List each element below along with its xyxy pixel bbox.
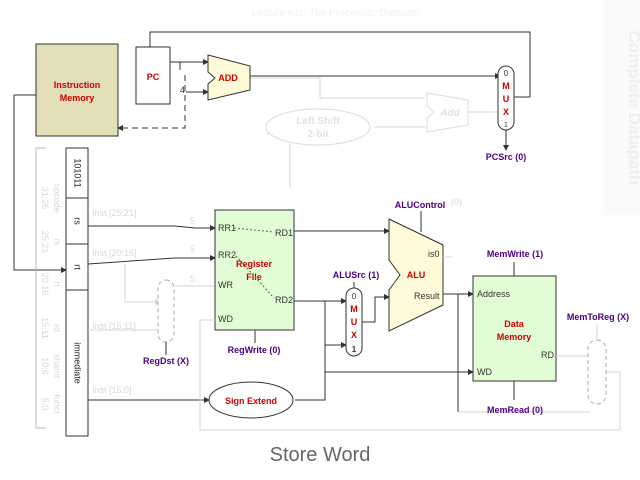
- wire-label-inst-20-16: Inst [20:16]: [92, 248, 137, 258]
- register-file-label-1: Register: [236, 259, 273, 269]
- instruction-fields: 31:26 opcode 25:21 rs 20:16 rt 15:11 rd …: [35, 147, 89, 437]
- instruction-bus: [13, 94, 67, 273]
- rf-port-rd1: RD1: [275, 228, 293, 238]
- left-shift-line1: Left Shift: [296, 116, 340, 127]
- faint-name-opcode: opcode: [52, 183, 62, 213]
- rf-internal-path-1: [233, 227, 275, 233]
- instruction-memory-label-2: Memory: [60, 93, 95, 103]
- left-shift-line2: 2-bit: [307, 129, 329, 140]
- faint-name-rd: rd: [52, 324, 62, 332]
- regdst-signal: RegDst (X): [143, 356, 189, 366]
- faint-name-funct: funct: [52, 394, 62, 414]
- lecture-title: Lecture #11: The Processor: Datapath: [252, 8, 421, 19]
- dm-port-address: Address: [477, 289, 511, 299]
- side-title-panel: [604, 0, 640, 215]
- alusrc-mux-x: X: [351, 330, 357, 340]
- faint-name-rs: rs: [52, 238, 62, 246]
- pcsrc-signal: PCSrc (0): [486, 152, 527, 162]
- alusrc-output-wire: [362, 294, 390, 323]
- bus-width-rr1: 5: [190, 216, 195, 226]
- data-memory-block: [472, 275, 557, 382]
- dm-port-rd: RD: [541, 350, 554, 360]
- data-memory-label-1: Data: [504, 319, 525, 329]
- alucontrol-faint-value: (0): [451, 197, 462, 207]
- field-opcode-value: 101011: [73, 158, 83, 187]
- pc-mux-0: 0: [504, 69, 509, 78]
- alu-port-result: Result: [414, 291, 440, 301]
- alusrc-mux-1: 1: [352, 345, 357, 354]
- alu-output-wires: [443, 256, 590, 413]
- alu-label: ALU: [407, 270, 426, 280]
- constant-4: 4: [180, 85, 185, 95]
- branch-adder: [426, 92, 469, 133]
- instruction-memory-block: [35, 43, 119, 137]
- pc-mux-m: M: [502, 81, 510, 91]
- regdst-mux: [157, 279, 175, 343]
- pc-adder: [207, 54, 251, 101]
- wire-label-inst-25-21: Inst [25:21]: [92, 208, 137, 218]
- faint-bits-opcode: 31:26: [40, 187, 50, 210]
- rf-port-rr2: RR2: [218, 250, 236, 260]
- rf-port-wr: WR: [218, 280, 233, 290]
- data-memory-label-2: Memory: [497, 332, 532, 342]
- dm-port-wd: WD: [477, 367, 492, 377]
- sign-extend-label: Sign Extend: [225, 396, 277, 406]
- faint-bits-rs: 25:21: [40, 231, 50, 254]
- memread-signal: MemRead (0): [487, 405, 543, 415]
- sign-extend-block: [208, 381, 294, 419]
- branch-adder-label: Add: [439, 108, 460, 119]
- rf-port-rr1: RR1: [218, 223, 236, 233]
- faint-bits-rt: 20:16: [40, 273, 50, 296]
- faint-bits-funct: 5:0: [40, 398, 50, 411]
- pc-mux-u: U: [503, 94, 510, 104]
- alusrc-mux-u: U: [351, 317, 358, 327]
- pc-mux: [497, 65, 515, 131]
- faint-name-shamt: shamt: [52, 354, 62, 379]
- alucontrol-signal: ALUControl: [395, 200, 446, 210]
- left-shift-block: [265, 108, 371, 146]
- rf-port-rd2: RD2: [275, 295, 293, 305]
- pc-loop-wires: [117, 31, 531, 151]
- pc-register: [135, 46, 171, 105]
- writeback-wire-faint: [199, 319, 621, 431]
- alu-block: [388, 218, 444, 332]
- pc-adder-label: ADD: [218, 73, 238, 83]
- bus-width-wr: 5: [190, 274, 195, 284]
- rf-internal-path-2: [235, 255, 275, 299]
- alu-port-is0: is0: [428, 249, 440, 259]
- field-immediate: [65, 289, 89, 437]
- field-wires: [87, 225, 216, 403]
- faint-bits-rd: 15:11: [40, 317, 50, 339]
- memtoreg-signal: MemToReg (X): [567, 312, 629, 322]
- field-rt-label: rt: [73, 264, 83, 270]
- slide-caption: Store Word: [270, 444, 371, 466]
- regwrite-signal: RegWrite (0): [228, 345, 281, 355]
- alusrc-mux-0: 0: [352, 292, 357, 301]
- field-immediate-label: immediate: [73, 342, 83, 384]
- memwrite-signal: MemWrite (1): [487, 249, 543, 259]
- register-file-label-2: File: [246, 272, 262, 282]
- wire-label-inst-15-0: Inst [15:0]: [92, 385, 132, 395]
- alusrc-mux-m: M: [350, 304, 358, 314]
- field-rs-label: rs: [73, 217, 83, 225]
- memtoreg-mux: [587, 339, 607, 405]
- faint-bits-shamt: 10:6: [40, 357, 50, 375]
- pc-mux-x: X: [503, 107, 509, 117]
- instruction-memory-label-1: Instruction: [54, 80, 101, 90]
- wire-label-inst-15-11: Inst [15:11]: [92, 321, 136, 331]
- alusrc-signal: ALUSrc (1): [333, 270, 380, 280]
- bus-width-rr2: 5: [190, 244, 195, 254]
- pc-label: PC: [147, 72, 160, 82]
- side-title: Complete Datapath: [625, 31, 640, 186]
- faint-name-rt: rt: [52, 281, 62, 287]
- rf-port-wd: WD: [218, 314, 233, 324]
- pc-mux-1: 1: [504, 122, 508, 129]
- register-output-wires: [294, 228, 474, 401]
